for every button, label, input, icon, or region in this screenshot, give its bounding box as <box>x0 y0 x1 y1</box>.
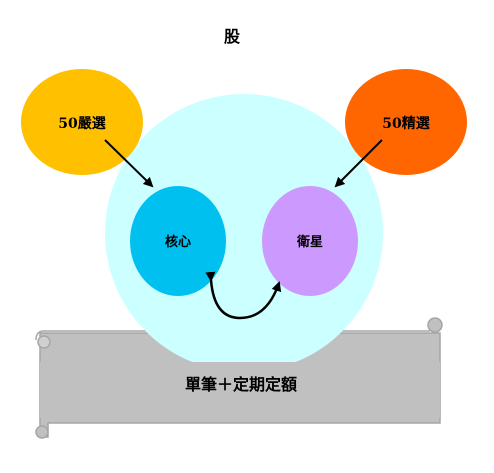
banner-text: 單筆＋定期定額 <box>185 375 297 394</box>
core-ellipse <box>130 186 226 296</box>
top-right-ellipse <box>345 69 467 175</box>
satellite-ellipse <box>262 186 358 296</box>
scroll-curl-bottom <box>35 425 49 439</box>
core-label: 核心 <box>165 234 191 250</box>
top-left-label: 50嚴選 <box>58 116 105 132</box>
arrow-core-satellite-exchange <box>205 271 282 320</box>
satellite-label: 衛星 <box>296 234 323 250</box>
diagram-title: 股 <box>224 27 241 46</box>
scroll-curl-left <box>37 335 51 349</box>
top-right-label: 50精選 <box>382 115 429 132</box>
stock-big-circle <box>105 94 383 372</box>
arrow-top-left-to-core <box>104 139 154 188</box>
arrow-top-right-to-satellite <box>334 139 383 188</box>
scroll-text-backdrop <box>40 362 440 418</box>
scroll-curl-top <box>427 317 443 333</box>
